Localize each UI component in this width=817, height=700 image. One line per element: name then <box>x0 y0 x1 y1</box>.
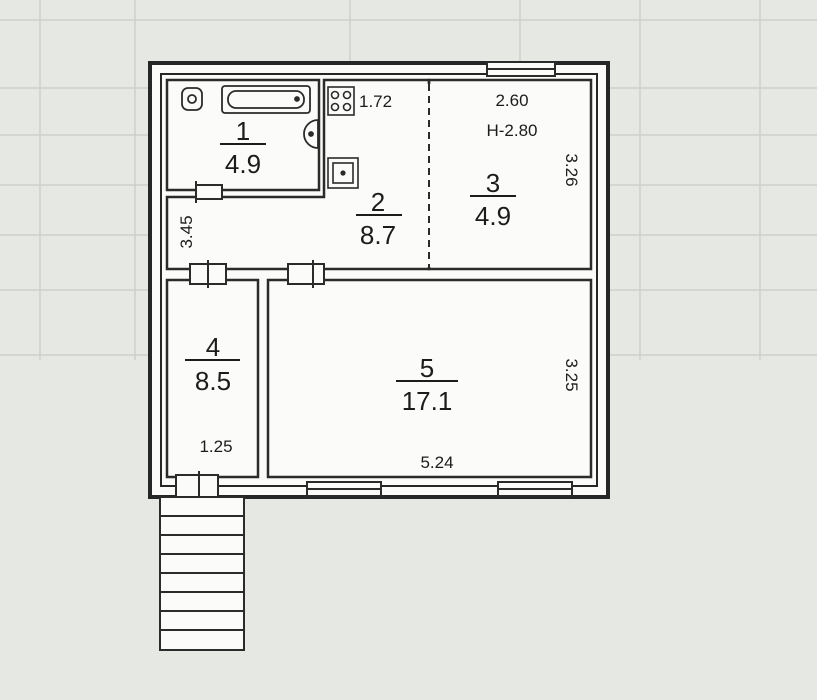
fraction-bars <box>185 143 516 382</box>
room-4-number: 3 <box>486 168 500 198</box>
window-bottom-left <box>306 481 382 497</box>
room-4-depth-label: 3.26 <box>562 153 581 186</box>
hall-depth-label: 3.45 <box>177 215 196 248</box>
room-1-area: 8.5 <box>195 366 231 396</box>
room-3-outline <box>165 78 321 192</box>
room-4-area: 4.9 <box>475 201 511 231</box>
sink-icon <box>303 119 319 149</box>
room-5-area: 17.1 <box>402 386 453 416</box>
stove-icon <box>327 86 355 116</box>
room-1-width-label: 1.25 <box>199 437 232 456</box>
bathtub-icon <box>221 85 311 114</box>
room-3-number: 1 <box>236 116 250 146</box>
room-5-depth-label: 3.25 <box>562 358 581 391</box>
window-bottom-right <box>497 481 573 497</box>
door-openings <box>175 184 325 498</box>
room-2-area: 8.7 <box>360 220 396 250</box>
toilet-icon <box>181 87 203 111</box>
window-top <box>486 61 556 77</box>
room-3-area: 4.9 <box>225 149 261 179</box>
room-4-width-label: 2.60 <box>495 91 528 110</box>
entrance-stairs <box>159 496 245 651</box>
room-5-outline <box>266 278 593 479</box>
kitchen-width-label: 1.72 <box>359 92 392 111</box>
kitchen-sink-icon <box>327 157 359 189</box>
room-1-number: 4 <box>206 332 220 362</box>
ceiling-height-label: H-2.80 <box>486 121 537 140</box>
room-2-number: 2 <box>371 187 385 217</box>
room-5-number: 5 <box>420 353 434 383</box>
room-5-width-label: 5.24 <box>420 453 453 472</box>
